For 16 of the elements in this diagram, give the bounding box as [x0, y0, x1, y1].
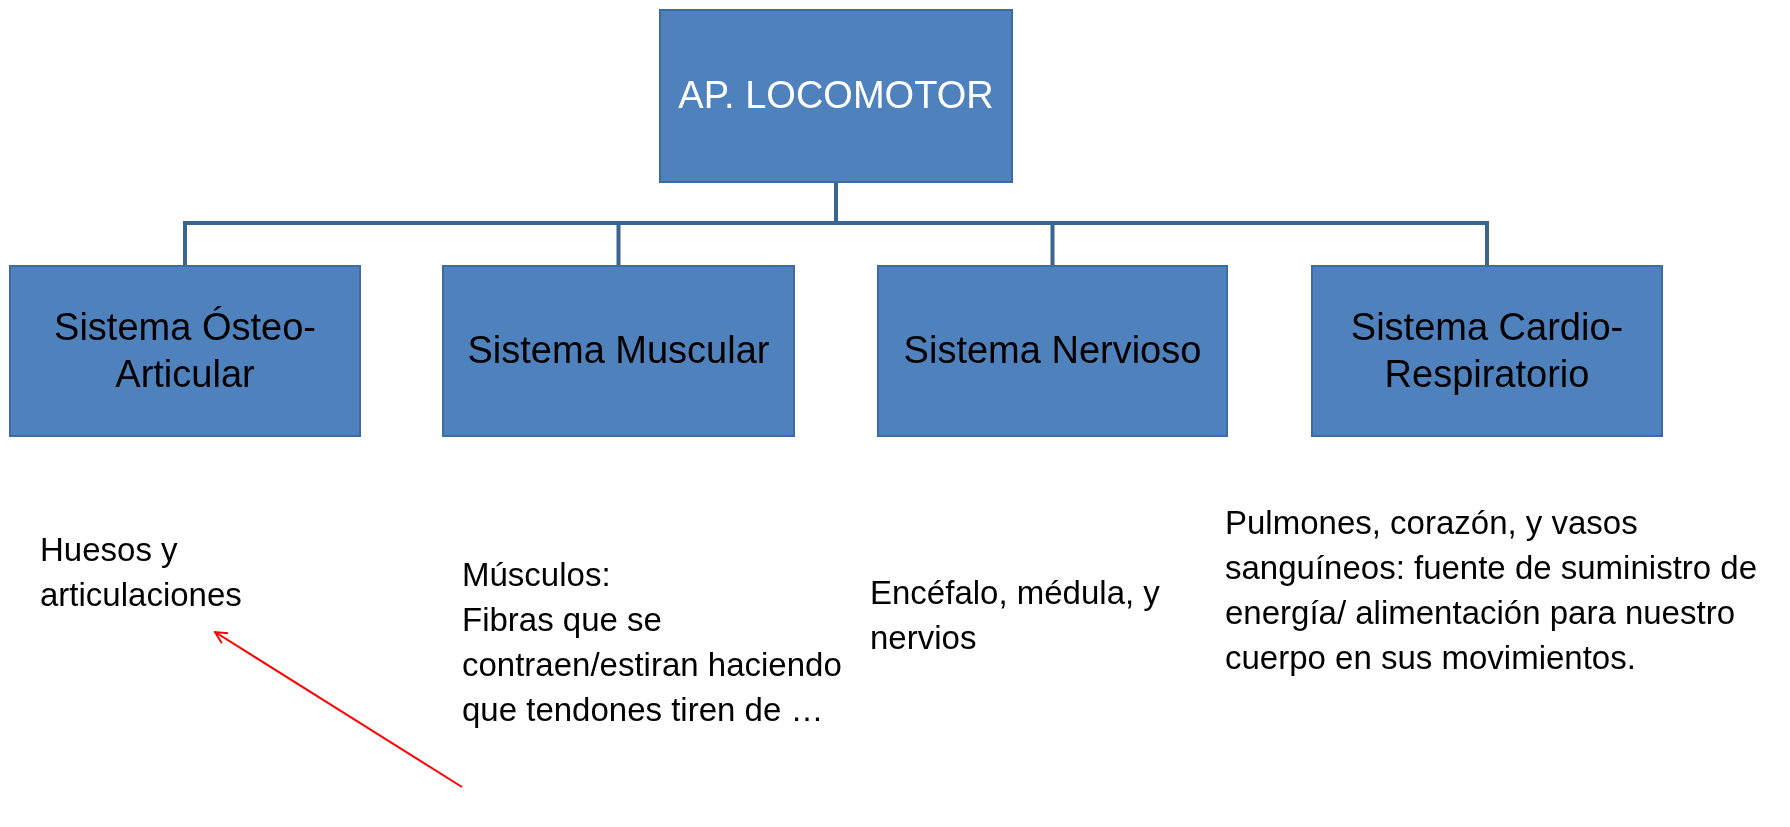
process-box — [9, 265, 361, 437]
process-box — [1311, 265, 1663, 437]
process-box — [659, 9, 1013, 183]
box-label: Sistema Ósteo-Articular — [53, 304, 317, 397]
box-label: Sistema Nervioso — [903, 328, 1202, 374]
note-text: Encéfalo, médula, y nervios — [870, 573, 1161, 658]
box-label: Sistema Cardio-Respiratorio — [1349, 304, 1625, 397]
process-box — [877, 265, 1228, 437]
process-box — [442, 265, 795, 437]
note-text: Pulmones, corazón, y vasos sanguíneos: fuente de suministro de energía/ alimentación para nuestro cuerpo en sus movimientos. — [1225, 503, 1758, 678]
note-text: Fibras que se contraen/estiran haciendo que tendones tiren de … — [462, 600, 843, 730]
arrow — [214, 631, 463, 788]
box-label: Sistema Muscular — [467, 328, 770, 374]
note-text: Músculos: — [462, 555, 612, 595]
box-label: AP. LOCOMOTOR — [678, 73, 994, 119]
note-text: Huesos y articulaciones — [40, 530, 243, 615]
